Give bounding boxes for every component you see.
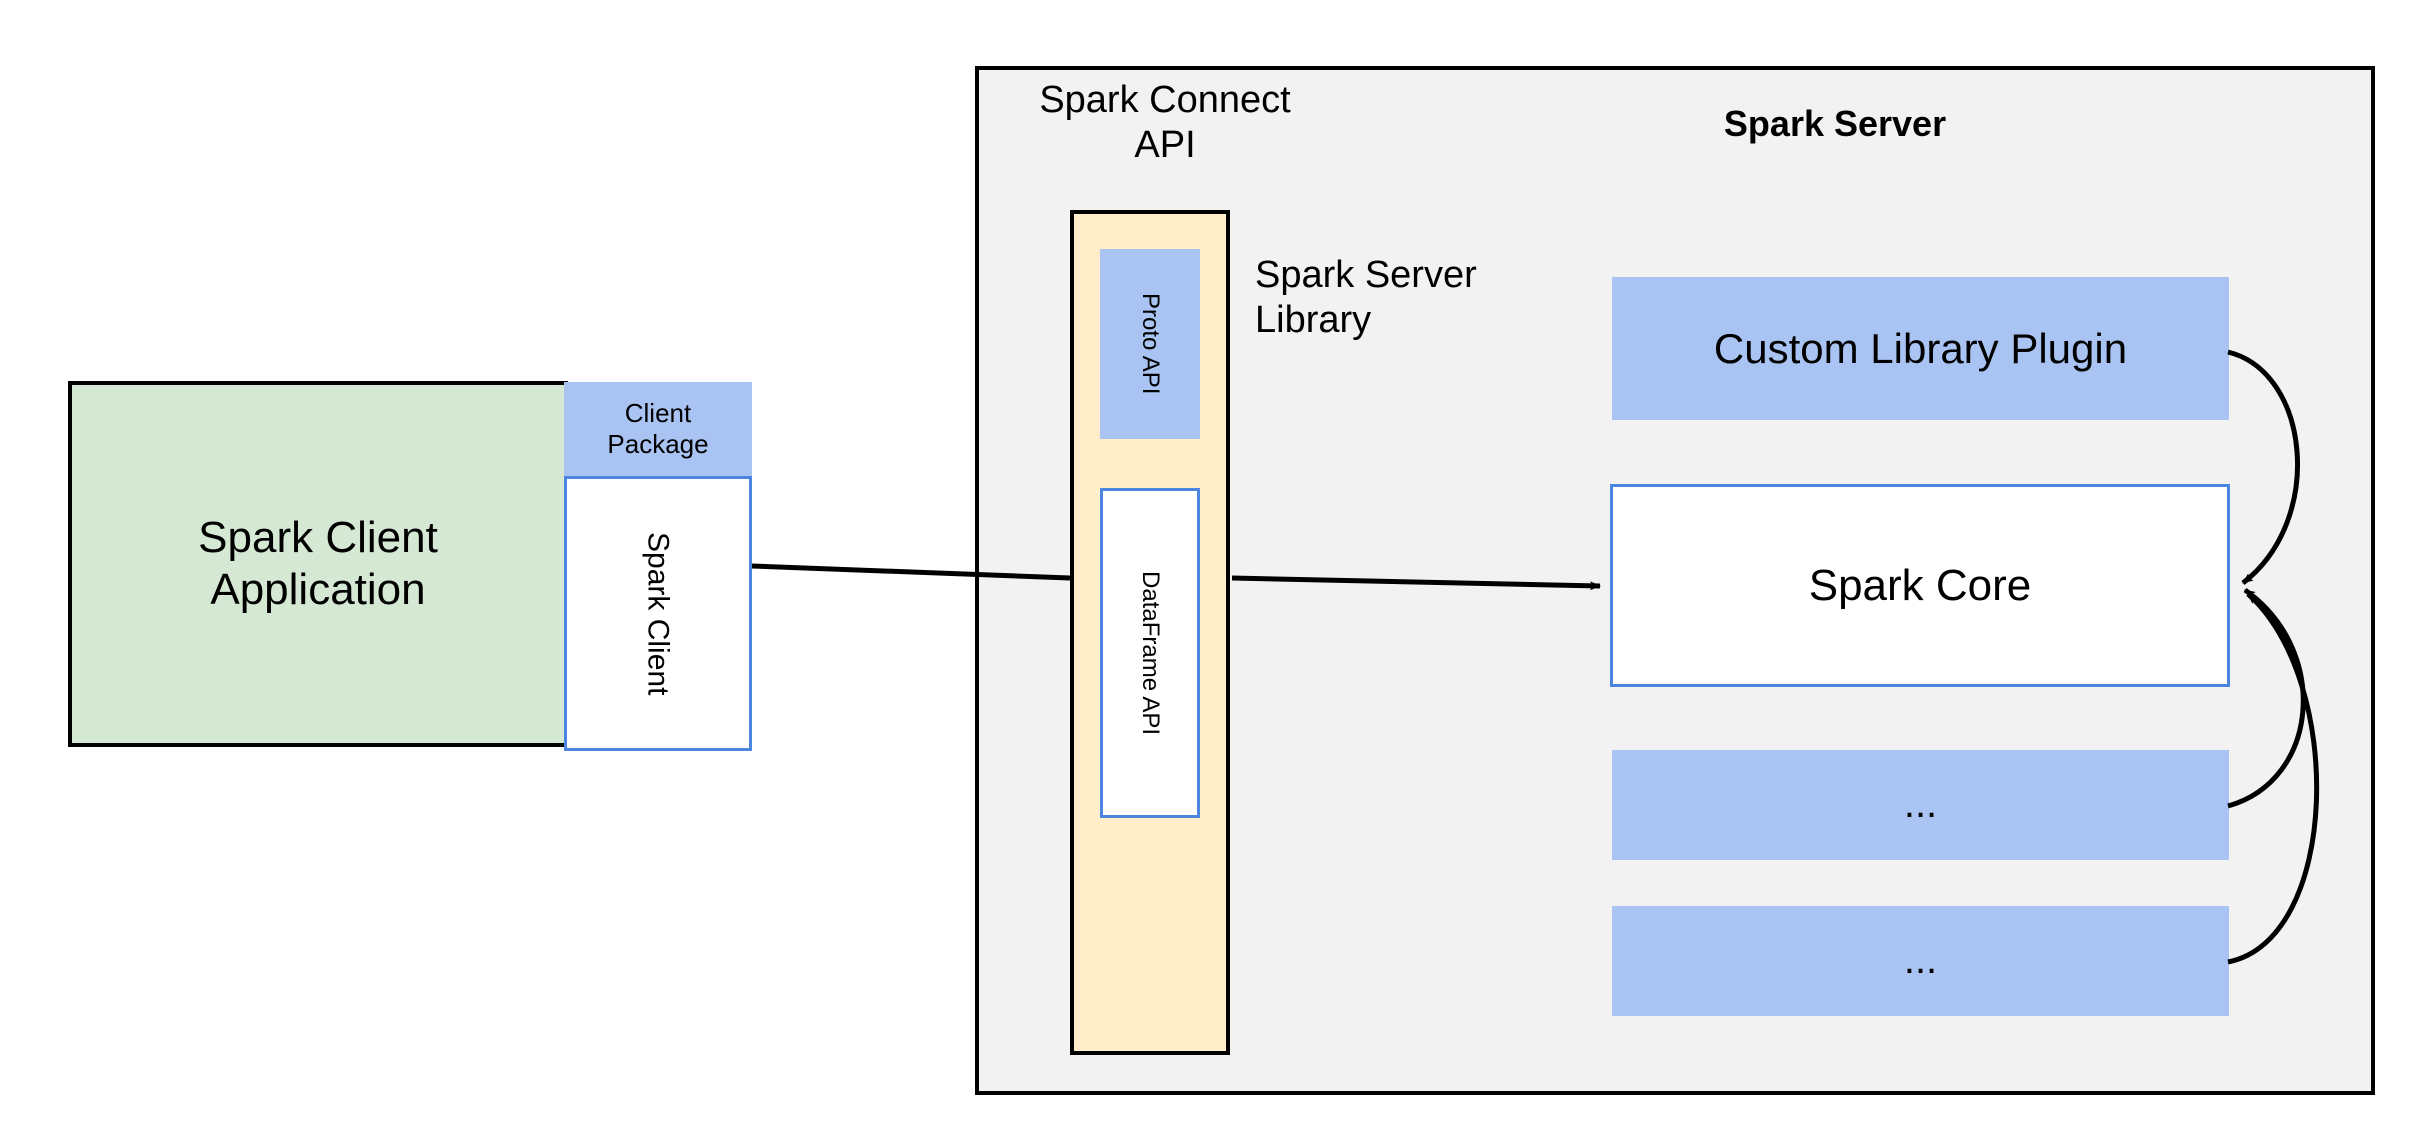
spark-server-library-label: Spark Server Library bbox=[1255, 250, 1555, 346]
client-package-block: Client Package bbox=[564, 382, 752, 476]
dataframe-api-label: DataFrame API bbox=[1137, 570, 1165, 736]
spark-connect-api-label: Spark Connect API bbox=[1000, 68, 1330, 178]
spark-core-block: Spark Core bbox=[1610, 484, 2230, 687]
spark-connect-api-label-line1: Spark Connect bbox=[1039, 79, 1291, 122]
proto-api-block: Proto API bbox=[1100, 249, 1200, 439]
spark-connect-api-label-line2: API bbox=[1134, 124, 1196, 166]
client-package-label-line2: Package bbox=[607, 429, 709, 459]
proto-api-label: Proto API bbox=[1137, 293, 1165, 395]
server-block-ellipsis-2: ... bbox=[1612, 906, 2229, 1016]
spark-client-application-label-line2: Application bbox=[210, 565, 426, 614]
spark-server-library-label-line2: Library bbox=[1255, 299, 1372, 341]
spark-client-application-box: Spark Client Application bbox=[68, 381, 568, 747]
spark-server-library-label-line1: Spark Server bbox=[1255, 254, 1477, 297]
spark-client-application-label-line1: Spark Client bbox=[198, 513, 438, 563]
custom-library-plugin-block: Custom Library Plugin bbox=[1612, 277, 2229, 420]
client-package-label-line1: Client bbox=[624, 398, 692, 429]
spark-client-label: Spark Client bbox=[641, 531, 675, 696]
server-block-ellipsis-1: ... bbox=[1612, 750, 2229, 860]
dataframe-api-block: DataFrame API bbox=[1100, 488, 1200, 818]
spark-client-block: Spark Client bbox=[564, 476, 752, 751]
spark-server-title: Spark Server bbox=[1723, 102, 1947, 144]
